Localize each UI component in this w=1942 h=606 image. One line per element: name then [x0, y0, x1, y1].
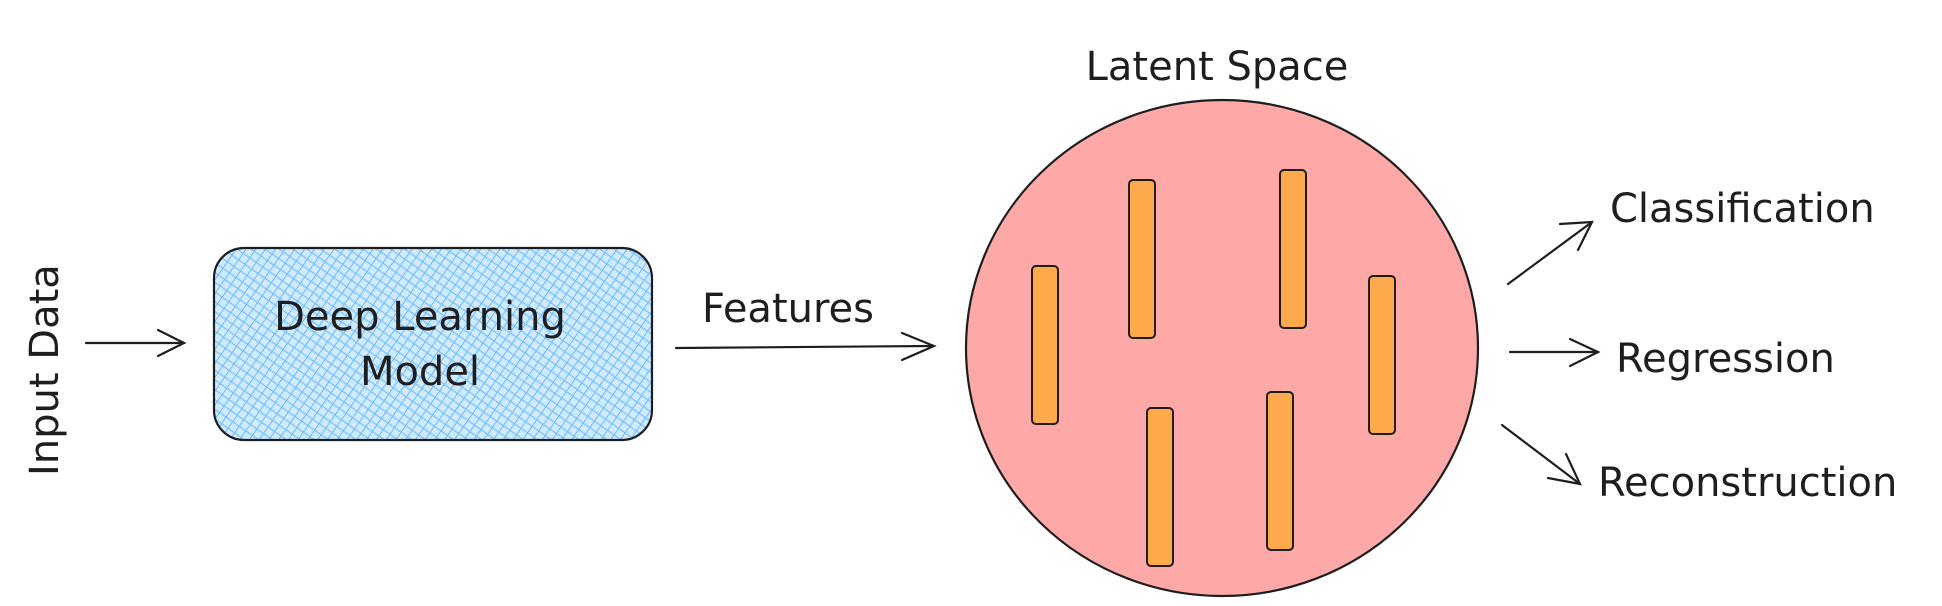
features-arrow [674, 331, 937, 362]
feature-bar [1266, 391, 1294, 551]
input-data-label: Input Data [22, 264, 68, 476]
model-label-line1: Deep Learning [274, 294, 566, 340]
feature-bar [1146, 407, 1174, 567]
feature-bar [1031, 265, 1059, 425]
features-label: Features [702, 286, 874, 332]
latent-feature-bars [1031, 169, 1396, 567]
model-label-line2: Model [360, 349, 480, 395]
feature-bar [1128, 179, 1156, 339]
deep-learning-model-box: Deep Learning Model [212, 246, 654, 442]
feature-bar [1279, 169, 1307, 329]
regression-label: Regression [1616, 336, 1835, 382]
feature-bar [1368, 275, 1396, 435]
classification-arrow [1506, 220, 1594, 286]
latent-space-label: Latent Space [1086, 44, 1349, 90]
classification-label: Classification [1610, 186, 1875, 232]
input-arrow [84, 328, 187, 358]
regression-arrow [1508, 337, 1601, 368]
reconstruction-arrow [1500, 423, 1582, 486]
reconstruction-label: Reconstruction [1598, 460, 1897, 506]
latent-space-circle [964, 98, 1480, 598]
